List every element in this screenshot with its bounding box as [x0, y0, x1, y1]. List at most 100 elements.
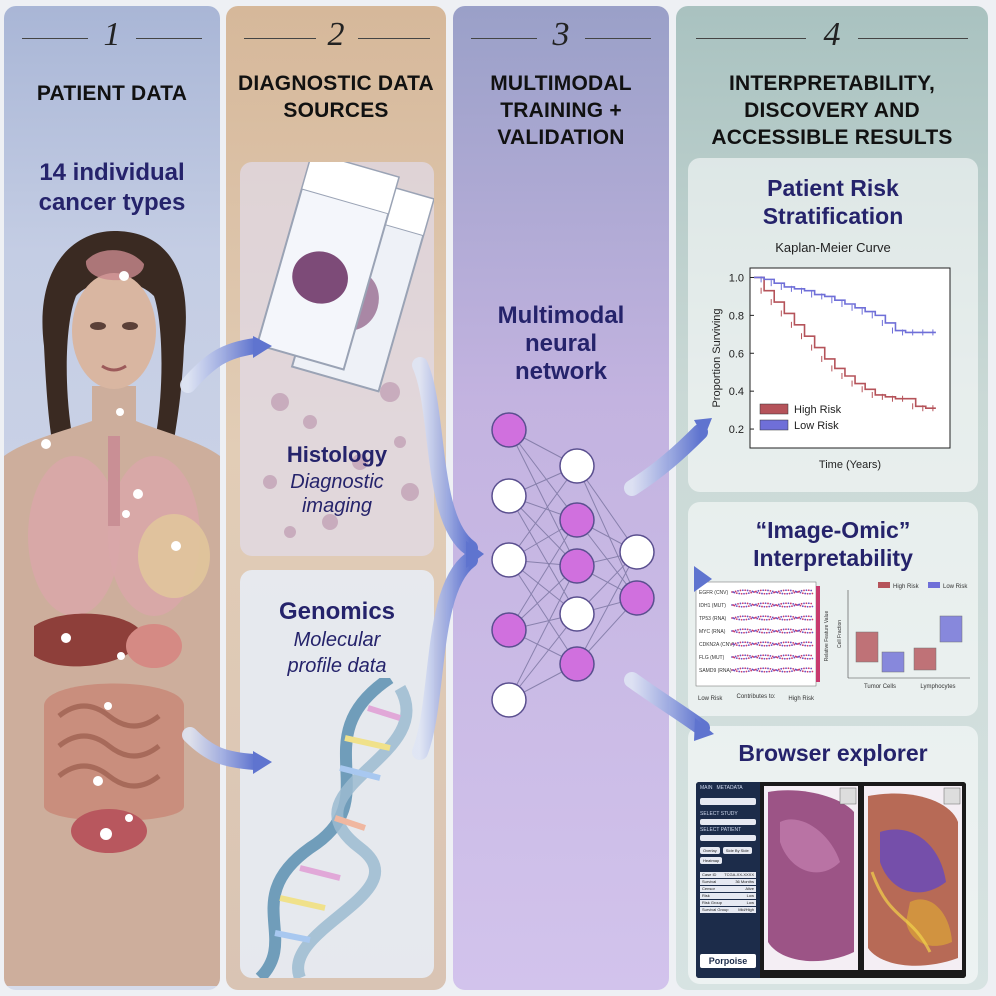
- feature-point: [743, 592, 745, 595]
- view-buttons: Overlay Side By Side Heatmap: [696, 841, 760, 870]
- patient-select[interactable]: [700, 835, 756, 841]
- feature-point: [781, 644, 784, 647]
- feature-point: [739, 615, 742, 618]
- feature-point: [765, 657, 768, 660]
- feature-point: [764, 615, 767, 618]
- feature-point: [734, 642, 737, 645]
- browser-tabs: MAIN METADATA: [696, 782, 760, 794]
- section-select-patient: SELECT PATIENT: [700, 827, 742, 833]
- feature-point: [783, 657, 786, 660]
- feature-label: IDH1 (MUT): [699, 603, 726, 609]
- feature-point: [788, 657, 791, 660]
- feature-point: [799, 604, 802, 607]
- y-axis-ticks: 1.00.80.60.40.2: [729, 272, 754, 436]
- feature-point: [779, 605, 781, 608]
- feature-point: [767, 628, 769, 631]
- feature-point: [768, 670, 771, 673]
- feature-point: [762, 654, 765, 657]
- feature-point: [761, 631, 763, 634]
- feature-point: [737, 628, 739, 631]
- metadata-value: 36 Months: [735, 879, 754, 884]
- feature-point: [800, 641, 803, 644]
- feature-point: [756, 604, 759, 607]
- feature-point: [803, 628, 805, 631]
- feature-point: [810, 628, 813, 631]
- feature-point: [791, 670, 793, 673]
- colorbar-label: Relative Feature Value: [824, 611, 830, 662]
- feature-point: [771, 629, 774, 632]
- feature-point: [785, 628, 787, 631]
- box-group-lymph: Lymphocytes: [920, 684, 955, 690]
- feature-point: [801, 657, 804, 660]
- feature-point: [792, 615, 795, 618]
- feature-point: [799, 591, 802, 594]
- feature-point: [738, 618, 741, 621]
- feature-point: [805, 667, 808, 670]
- column-results: 4 INTERPRETABILITY, DISCOVERY AND ACCESS…: [676, 6, 988, 990]
- feature-point: [764, 654, 767, 657]
- feature-point: [762, 667, 765, 670]
- feature-point: [758, 657, 761, 660]
- feature-point: [780, 589, 783, 592]
- feature-point: [755, 629, 757, 632]
- feature-point: [786, 618, 789, 621]
- feature-point: [746, 615, 749, 618]
- dna-helix-illustration: [255, 678, 413, 978]
- feature-point: [745, 605, 748, 608]
- feature-point: [787, 641, 790, 644]
- feature-point: [758, 631, 761, 634]
- interpretability-plots: EGFR (CNV)IDH1 (MUT)TP53 (RNA)MYC (RNA)C…: [695, 581, 970, 702]
- feature-point: [747, 618, 750, 621]
- heatmap-button[interactable]: Heatmap: [700, 857, 723, 864]
- tab-metadata[interactable]: METADATA: [716, 785, 743, 791]
- box-tumor-high: [855, 631, 879, 663]
- feature-point: [792, 667, 795, 670]
- feature-point: [777, 629, 780, 632]
- feature-point: [783, 618, 786, 621]
- feature-point: [789, 589, 792, 592]
- tab-main[interactable]: MAIN: [700, 785, 713, 791]
- feature-point: [771, 642, 774, 645]
- feature-point: [746, 654, 749, 657]
- feature-point: [762, 641, 765, 644]
- box-legend-swatch-low: [928, 582, 940, 588]
- feature-point: [798, 668, 801, 671]
- patient-line-1: 14 individual: [39, 159, 185, 186]
- feature-point: [750, 630, 753, 633]
- search-input[interactable]: [700, 798, 756, 805]
- study-select[interactable]: [700, 819, 756, 825]
- feature-point: [811, 618, 814, 621]
- metadata-value: TCGA-XX-XXXX: [724, 872, 754, 877]
- feature-point: [799, 643, 802, 646]
- feature-point: [763, 644, 766, 647]
- feature-point: [757, 615, 760, 618]
- slide-viewer[interactable]: [760, 782, 966, 978]
- feature-point: [810, 615, 813, 618]
- feature-point: [788, 618, 791, 621]
- feature-point: [755, 590, 757, 593]
- feature-point: [749, 589, 751, 592]
- feature-point: [798, 642, 801, 645]
- feature-point: [759, 628, 762, 631]
- feature-point: [733, 591, 736, 594]
- feature-point: [793, 669, 796, 672]
- feature-point: [750, 643, 753, 646]
- feature-point: [806, 644, 809, 647]
- feature-point: [787, 615, 790, 618]
- column-patient-data: 1 PATIENT DATA 14 individual cancer type…: [4, 6, 220, 990]
- feature-point: [768, 592, 771, 595]
- feature-point: [811, 631, 814, 634]
- feature-point: [737, 667, 739, 670]
- feature-point: [739, 641, 742, 644]
- box-lymph-low: [939, 615, 963, 643]
- feature-point: [785, 667, 787, 670]
- feature-point: [789, 615, 792, 618]
- feature-point: [791, 605, 793, 608]
- feature-point: [777, 616, 780, 619]
- side-by-side-button[interactable]: Side By Side: [722, 847, 752, 854]
- overlay-button[interactable]: Overlay: [700, 847, 720, 854]
- feature-point: [767, 615, 769, 618]
- genomics-desc-1: Molecular: [293, 629, 381, 651]
